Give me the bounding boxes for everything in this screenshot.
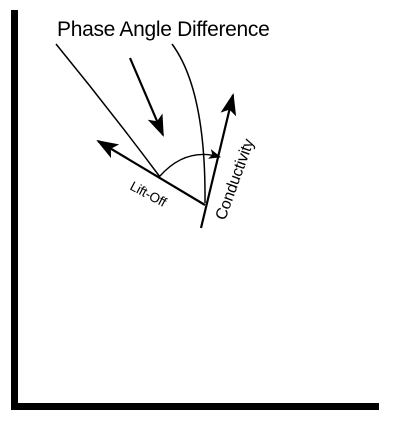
conductivity-vector <box>199 93 237 229</box>
right-pointer-curve <box>171 43 206 204</box>
lift-off-label: Lift-Off <box>128 178 170 210</box>
pointer-arrow <box>128 57 165 137</box>
y-axis <box>11 10 18 410</box>
x-axis <box>11 403 379 410</box>
title-label: Phase Angle Difference <box>57 18 270 41</box>
phase-angle-arc <box>159 149 221 177</box>
lift-off-vector <box>96 139 206 206</box>
left-pointer-curve <box>55 43 161 178</box>
